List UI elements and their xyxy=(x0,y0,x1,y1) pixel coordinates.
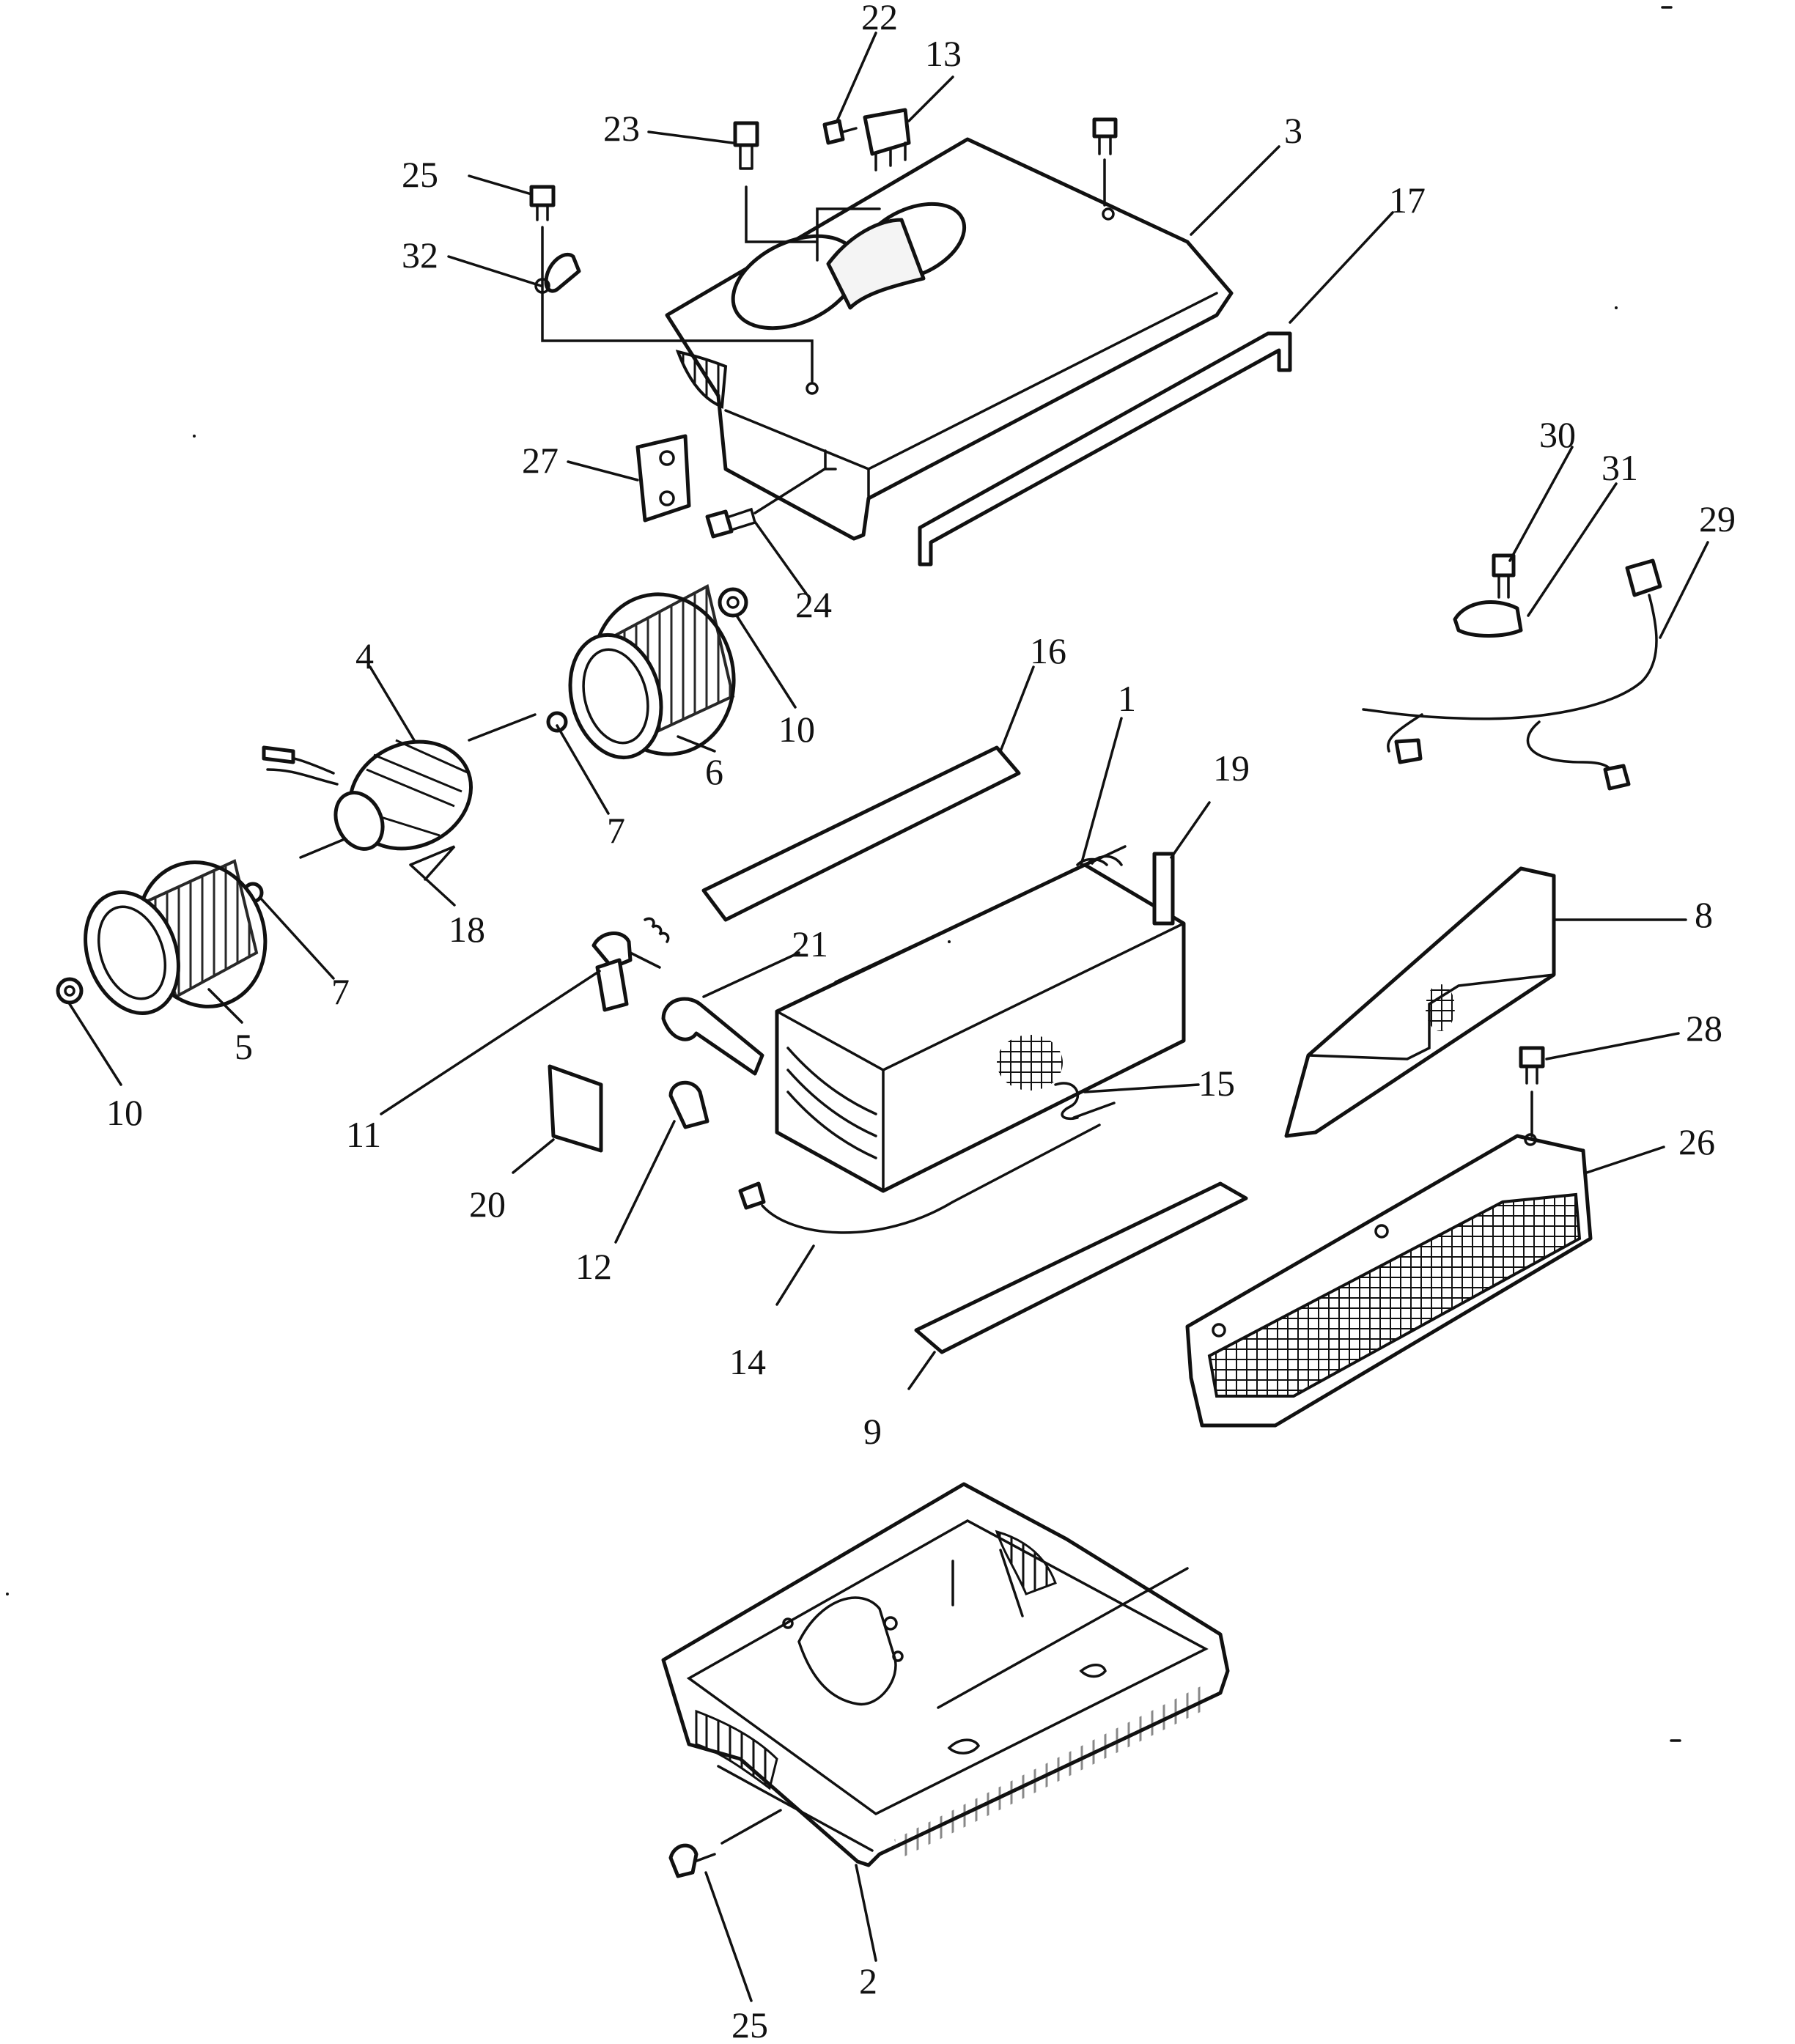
callout-16: 16 xyxy=(1030,630,1066,671)
drain-pipe-19 xyxy=(1152,852,1175,926)
bolt-30 xyxy=(1492,553,1516,599)
callout-25-bottom: 25 xyxy=(731,2004,768,2044)
screw-28 xyxy=(1519,1046,1545,1137)
callout-11: 11 xyxy=(346,1114,381,1155)
scan-specks xyxy=(6,6,1681,1742)
callout-30: 30 xyxy=(1539,414,1576,455)
lower-case xyxy=(661,1482,1230,1867)
callout-31: 31 xyxy=(1602,447,1638,488)
callout-10-right: 10 xyxy=(778,709,815,750)
bolt-23 xyxy=(733,121,881,262)
nut-10-right xyxy=(718,587,748,618)
louver-duct-26 xyxy=(1185,1133,1593,1428)
seal-plate-20 xyxy=(548,1064,603,1153)
callout-3: 3 xyxy=(1284,110,1302,151)
callout-5: 5 xyxy=(235,1026,253,1067)
filter-pad-9 xyxy=(914,1181,1248,1354)
clip-13 xyxy=(863,108,911,171)
callout-27: 27 xyxy=(522,440,559,481)
callout-26: 26 xyxy=(1678,1121,1715,1162)
screw-25-top xyxy=(529,185,814,383)
callout-7-right: 7 xyxy=(607,810,625,851)
callout-22: 22 xyxy=(861,0,898,37)
callout-21: 21 xyxy=(792,923,828,964)
screw-top-right xyxy=(1092,117,1118,207)
callout-28: 28 xyxy=(1686,1008,1722,1049)
callout-8: 8 xyxy=(1695,894,1713,935)
leader-lines xyxy=(68,32,1709,2002)
callout-18: 18 xyxy=(449,909,485,950)
nut-10-left xyxy=(56,977,84,1005)
clamp-31 xyxy=(1453,600,1523,638)
callout-1: 1 xyxy=(1118,678,1136,719)
bolt-24 xyxy=(705,468,826,539)
callout-4: 4 xyxy=(355,635,374,676)
callout-labels: 22 13 23 25 32 3 17 27 24 30 31 29 4 10 … xyxy=(106,0,1736,2044)
screw-22 xyxy=(822,119,858,145)
blower-motor-4 xyxy=(262,713,537,859)
thermistor-15 xyxy=(1054,1082,1116,1120)
evaporator-core xyxy=(775,845,1186,1193)
callout-25-top: 25 xyxy=(402,154,438,195)
callout-7-left: 7 xyxy=(331,971,350,1012)
connector-12 xyxy=(668,1080,709,1129)
callout-32: 32 xyxy=(402,235,438,276)
seal-strip xyxy=(918,331,1292,567)
clip-32 xyxy=(534,253,581,294)
wiring-harness-29 xyxy=(1362,558,1662,791)
screw-25-bottom xyxy=(668,1809,782,1878)
filter-pad-16 xyxy=(701,745,1021,922)
callout-2: 2 xyxy=(859,1960,877,2001)
washer-7-right xyxy=(546,711,568,733)
blower-wheel-6 xyxy=(568,584,736,760)
callout-14: 14 xyxy=(729,1341,766,1382)
callout-12: 12 xyxy=(575,1246,612,1287)
callout-10-left: 10 xyxy=(106,1092,143,1133)
upper-case-cover xyxy=(665,137,1234,541)
callout-17: 17 xyxy=(1389,180,1426,221)
callout-13: 13 xyxy=(925,33,962,74)
pipe-21 xyxy=(661,997,764,1076)
callout-29: 29 xyxy=(1699,498,1736,539)
callout-23: 23 xyxy=(603,108,640,149)
callout-19: 19 xyxy=(1213,748,1250,789)
bracket xyxy=(635,434,691,523)
callout-24: 24 xyxy=(795,584,832,625)
callout-6: 6 xyxy=(705,751,723,792)
side-cover-8 xyxy=(1284,866,1556,1138)
callout-20: 20 xyxy=(469,1184,506,1225)
harness-14 xyxy=(738,1124,1101,1234)
expansion-valve-11 xyxy=(591,917,670,1012)
callout-9: 9 xyxy=(863,1411,882,1452)
callout-15: 15 xyxy=(1198,1063,1235,1104)
blower-wheel-5 xyxy=(84,859,268,1015)
